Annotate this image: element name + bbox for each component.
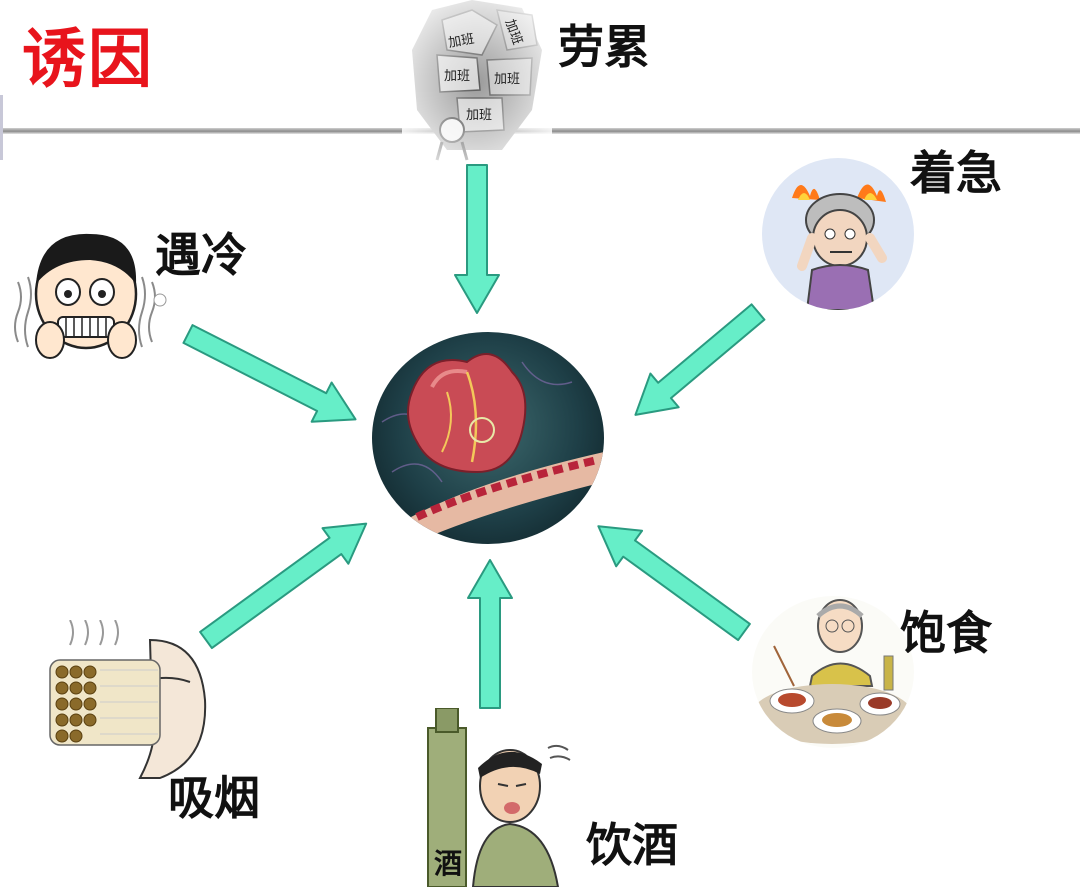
arrow-from-overwork [454,164,500,314]
factor-label-overwork: 劳累 [558,20,650,74]
factor-label-drinking: 饮酒 [586,818,678,872]
arrow-from-overeating [597,525,751,642]
rock-label: 加班 [444,69,471,84]
drinking-illustration: 酒 [418,707,578,888]
cold-illustration [10,222,170,372]
factor-label-overeating: 饱食 [900,606,992,660]
factor-label-cold: 遇冷 [155,228,247,282]
heart-illustration [372,332,604,544]
rock-label: 加班 [466,108,493,123]
overwork-illustration: 加班 加班 加班 加班 加班 [402,0,552,165]
arrow-from-smoking [199,522,368,650]
rock-label: 加班 [494,72,521,87]
factor-label-anxiety: 着急 [910,146,1002,200]
bottle-label: 酒 [434,847,463,880]
arrow-from-cold [182,324,357,423]
factor-label-smoking: 吸烟 [168,771,260,825]
anxiety-illustration [762,158,914,310]
smoking-illustration [40,619,210,780]
left-accent-bar [0,95,3,160]
arrow-from-drinking [467,559,513,709]
page-title: 诱因 [22,23,154,97]
overeating-illustration [752,596,914,748]
arrow-from-anxiety [634,303,766,416]
